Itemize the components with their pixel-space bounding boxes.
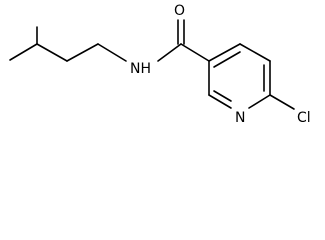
- ring-bond-n-c2-inner: [213, 90, 232, 102]
- ring-bond-n-c2: [208, 94, 232, 109]
- ring-bond-c4-c5: [239, 43, 271, 62]
- bond-carbonyl-to-ring: [180, 43, 210, 62]
- ring-nitrogen-label: N: [235, 110, 245, 126]
- ring-bond-c6-n: [248, 94, 271, 109]
- amide-nh-label: NH: [130, 61, 151, 77]
- pyridine-ring: [208, 43, 295, 110]
- alkyl-chain: [9, 26, 127, 62]
- bond-methyl-top: [9, 43, 38, 61]
- ring-bond-c3-c4: [208, 43, 241, 62]
- ring-bond-c4-c4-inner: [213, 51, 241, 68]
- oxygen-label: O: [174, 3, 185, 19]
- amide-group: [157, 19, 210, 62]
- bond-ring-to-cl: [269, 94, 295, 110]
- bond-nh-to-carbonyl: [157, 43, 182, 62]
- bond-ch2-to-nh: [97, 43, 127, 62]
- bond-ch2-to-ch2: [66, 43, 99, 62]
- bond-branch-to-ch2: [36, 43, 68, 62]
- structure-diagram: O NH N Cl: [9, 3, 311, 126]
- chlorine-label: Cl: [297, 110, 311, 126]
